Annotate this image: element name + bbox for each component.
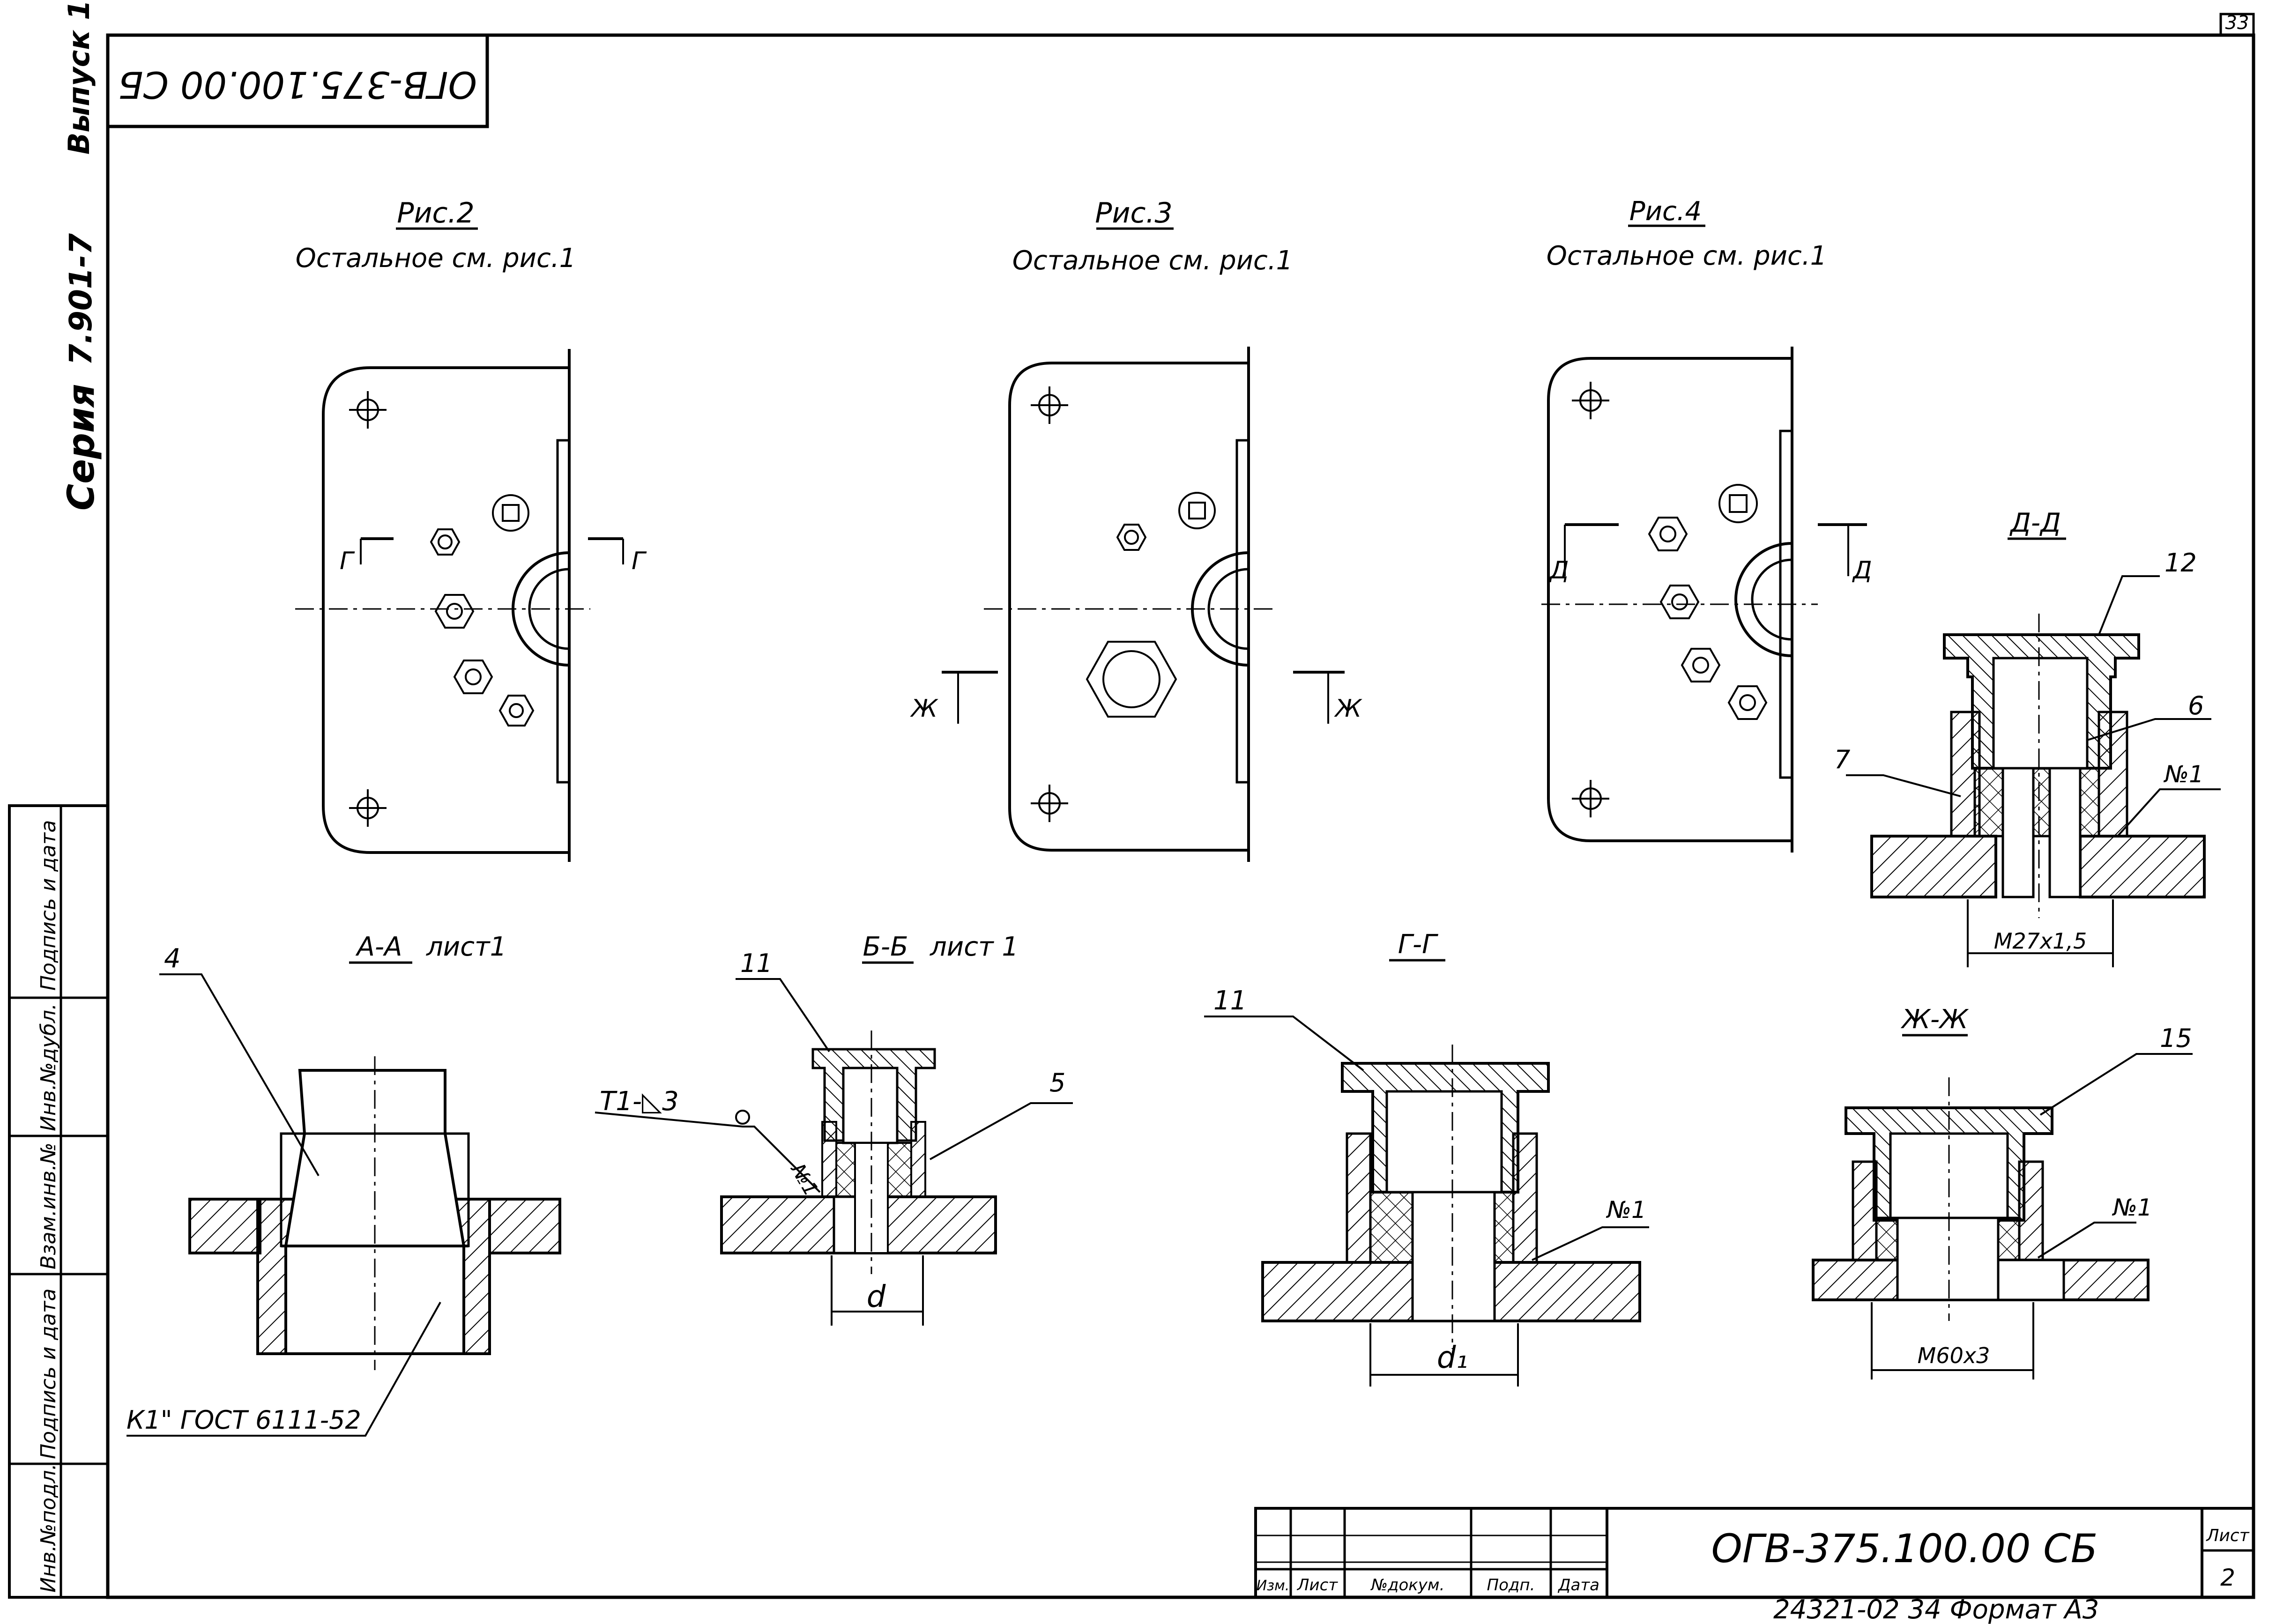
gg-dimension: d₁ [1437,1341,1468,1375]
stamp-label-1: Подпись и дата [37,820,60,991]
fig3-note: Остальное см. рис.1 [1012,245,1293,276]
tb-col-izm: Изм. [1257,1578,1290,1594]
stamp-label-4: Подпись и дата [37,1289,60,1459]
section-bb-title: Б-Б [863,932,908,962]
tb-footer: 24321-02 34 Формат А3 [1773,1594,2099,1624]
dd-callout-7: 7 [1834,745,1850,774]
zhzh-dimension: М60х3 [1918,1343,1990,1368]
section-a-a: А-А лист1 4 К1" ГОСТ 6111-52 [126,932,561,1437]
figure-2: Рис.2 Остальное см. рис.1 Г Г [295,197,647,862]
aa-note: К1" ГОСТ 6111-52 [126,1405,361,1435]
tb-sheet-number: 2 [2220,1564,2235,1591]
section-bb-ref: лист 1 [930,932,1019,962]
tb-designation: ОГВ-375.100.00 СБ [1711,1526,2098,1572]
zhzh-callout-n1: №1 [2112,1194,2152,1221]
vypusk-label: Выпуск 1 [62,0,96,155]
series-label: Серия [60,384,103,511]
bb-callout-n1: №1 [786,1159,823,1200]
section-gg-title: Г-Г [1398,929,1438,960]
fig2-note: Остальное см. рис.1 [296,243,576,274]
tb-col-docnum: №докум. [1370,1576,1445,1594]
fig3-cut-right: Ж [1334,695,1362,723]
aa-callout-4: 4 [164,943,181,974]
fig4-title: Рис.4 [1629,196,1702,227]
stamp-label-5: Инв.№подл. [37,1463,60,1593]
fig4-cut-left: Д [1549,556,1569,585]
dd-callout-6: 6 [2188,691,2204,720]
figure-3: Рис.3 Остальное см. рис.1 Ж Ж [910,197,1362,862]
section-d-d: Д-Д 12 6 7 №1 М27х1,5 [1834,508,2221,967]
rotated-doc-code: ОГВ-375.100.00 СБ [118,63,477,105]
fig2-title: Рис.2 [397,197,474,230]
fig3-title: Рис.3 [1095,197,1172,230]
section-g-g: Г-Г 11 №1 d₁ [1204,929,1649,1387]
dd-callout-12: 12 [2165,548,2197,578]
stamp-label-3: Взам.инв.№ [37,1142,60,1269]
dd-dimension: М27х1,5 [1994,928,2087,954]
dd-callout-n1: №1 [2163,761,2204,788]
zhzh-callout-15: 15 [2160,1023,2192,1053]
side-labels: Выпуск 1 7.901-7 Серия [60,0,103,511]
section-zhzh-title: Ж-Ж [1901,1004,1970,1035]
bb-weld-note: Т1-◺3 [600,1086,679,1117]
figure-4: Рис.4 Остальное см. рис.1 Д Д [1541,196,1872,853]
rotated-code-box: ОГВ-375.100.00 СБ [108,33,489,128]
stamp-label-2: Инв.№дубл. [37,1003,60,1131]
bb-callout-5: 5 [1049,1068,1065,1097]
section-dd-title: Д-Д [2009,508,2061,538]
bb-callout-11: 11 [740,949,773,978]
tb-sheet-label: Лист [2205,1526,2249,1545]
section-zh-zh: Ж-Ж 15 №1 М60х3 [1812,1004,2193,1379]
fig3-cut-left: Ж [910,695,938,723]
fig4-cut-right: Д [1852,556,1872,585]
page-number: 33 [2225,12,2249,34]
section-aa-ref: лист1 [426,932,506,962]
tb-col-date: Дата [1557,1576,1599,1594]
section-aa-title: А-А [356,932,402,962]
fig4-note: Остальное см. рис.1 [1547,241,1827,271]
fig2-cut-left: Г [340,547,355,575]
bb-dimension: d [867,1280,886,1314]
gg-callout-11: 11 [1213,986,1247,1016]
tb-col-list: Лист [1296,1576,1338,1594]
gg-callout-n1: №1 [1606,1196,1646,1224]
title-block: Изм. Лист №докум. Подп. Дата ОГВ-375.100… [1254,1507,2255,1624]
tb-col-sign: Подп. [1487,1576,1535,1594]
series-number: 7.901-7 [63,233,99,365]
section-b-b: Б-Б лист 1 11 5 №1 Т1-◺3 d [595,932,1073,1326]
left-stamp: Подпись и дата Инв.№дубл. Взам.инв.№ Под… [8,804,109,1599]
fig2-cut-right: Г [632,547,647,575]
